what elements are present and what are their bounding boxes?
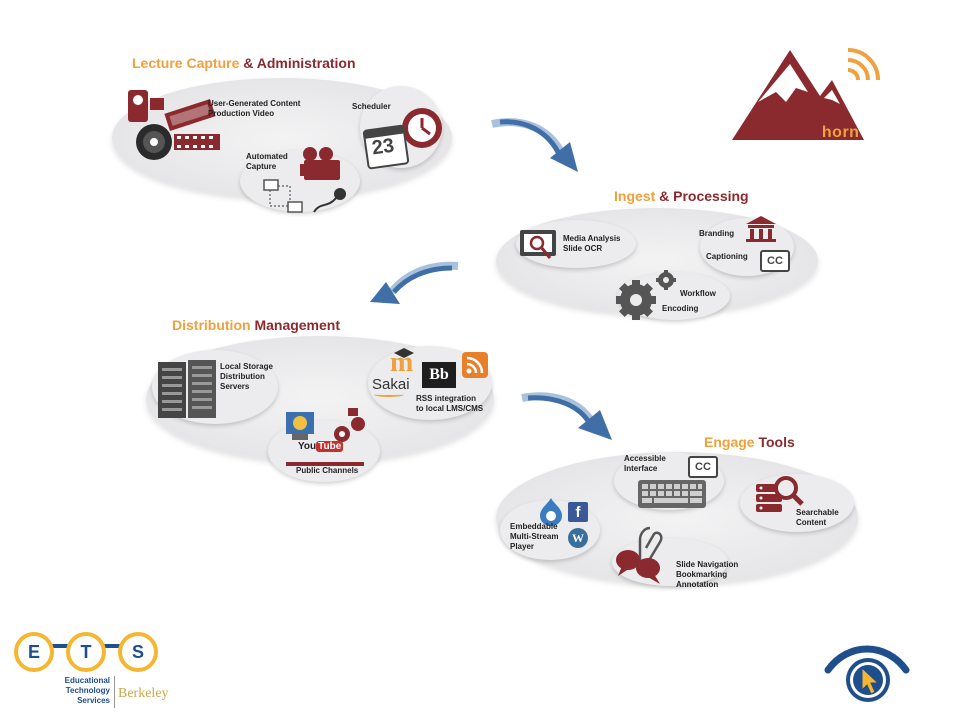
embeddable-label: Embeddable Multi-Stream Player [510,522,559,551]
branding-building-icon [746,216,776,242]
flow-arrow-1 [491,118,578,172]
blackboard-logo: Bb [422,362,456,388]
accessible-label: Accessible Interface [624,454,666,473]
scheduler-label: Scheduler [352,102,391,111]
drupal-icon [540,498,562,526]
ets-letter-e: E [14,632,54,672]
automated-capture-icon [263,147,346,213]
matterhorn-mountain-icon [732,48,880,140]
distribution-title-b: Management [254,317,341,333]
youtube-logo-you: You [298,441,317,452]
keyboard-icon [638,480,706,508]
server-rack-icon [158,360,216,418]
search-database-icon [756,476,804,512]
ets-letter-s: S [118,632,158,672]
flow-arrow-2 [370,261,459,304]
matterhorn-wordmark: matterhorn [770,124,859,142]
youtube-logo-tube: Tube [316,441,344,452]
matterhorn-wordmark-b: horn [821,124,860,141]
cc-icon: CC [760,250,790,272]
cursor-eye-icon[interactable] [820,636,920,708]
engage-title: Engage Tools [704,434,795,450]
distribution-title-a: Distribution [172,317,251,333]
searchable-label: Searchable Content [796,508,839,527]
branding-label: Branding [699,229,735,238]
media-analysis-icon [520,230,556,259]
engage-title-b: Tools [758,434,795,450]
lecture-capture-title-b: & Administration [243,55,356,71]
video-production-icon [128,90,220,160]
lecture-capture-title-a: Lecture Capture [132,55,240,71]
media-analysis-label: Media Analysis Slide OCR [563,234,621,253]
rss-label: RSS integration to local LMS/CMS [416,394,484,413]
matterhorn-wordmark-a: matter [770,124,822,141]
distribution-title: Distribution Management [172,317,340,333]
rss-icon [462,352,488,378]
ingest-title-a: Ingest [614,188,656,204]
wordpress-icon: W [568,528,588,548]
captioning-label: Captioning [706,252,748,261]
berkeley-wordmark: Berkeley [118,686,169,701]
slide-nav-label: Slide Navigation Bookmarking Annotation [676,560,739,589]
automated-capture-label: Automated Capture [246,152,288,171]
ingest-title-b: & Processing [659,188,749,204]
graduation-cap-icon [394,348,414,358]
sakai-swoosh [374,392,404,397]
public-channels-icon [286,408,365,466]
calendar-day: 23 [370,134,396,160]
local-storage-label: Local Storage Distribution Servers [220,362,273,391]
ets-text: Educational Technology Services [64,676,110,705]
ets-letter-t: T [66,632,106,672]
annotation-icon [616,526,663,584]
accessible-cc-icon: CC [688,456,718,478]
engage-title-a: Engage [704,434,755,450]
ugc-label: User-Generated Content Production Video [208,99,301,118]
public-channels-label: Public Channels [296,466,359,475]
workflow-label: Workflow [680,289,716,298]
flow-arrow-3 [521,392,612,440]
facebook-icon: f [568,502,588,522]
ingest-title: Ingest & Processing [614,188,749,204]
matterhorn-logo: matterhorn [728,40,888,150]
calendar-clock-icon [362,108,442,170]
ets-divider [114,676,115,708]
sakai-logo: Sakai [372,376,410,393]
workflow-gears-icon [616,270,676,320]
encoding-label: Encoding [662,304,699,313]
lecture-capture-title: Lecture Capture & Administration [132,55,356,71]
ets-logo: E T S Educational Technology Services Be… [14,632,214,714]
